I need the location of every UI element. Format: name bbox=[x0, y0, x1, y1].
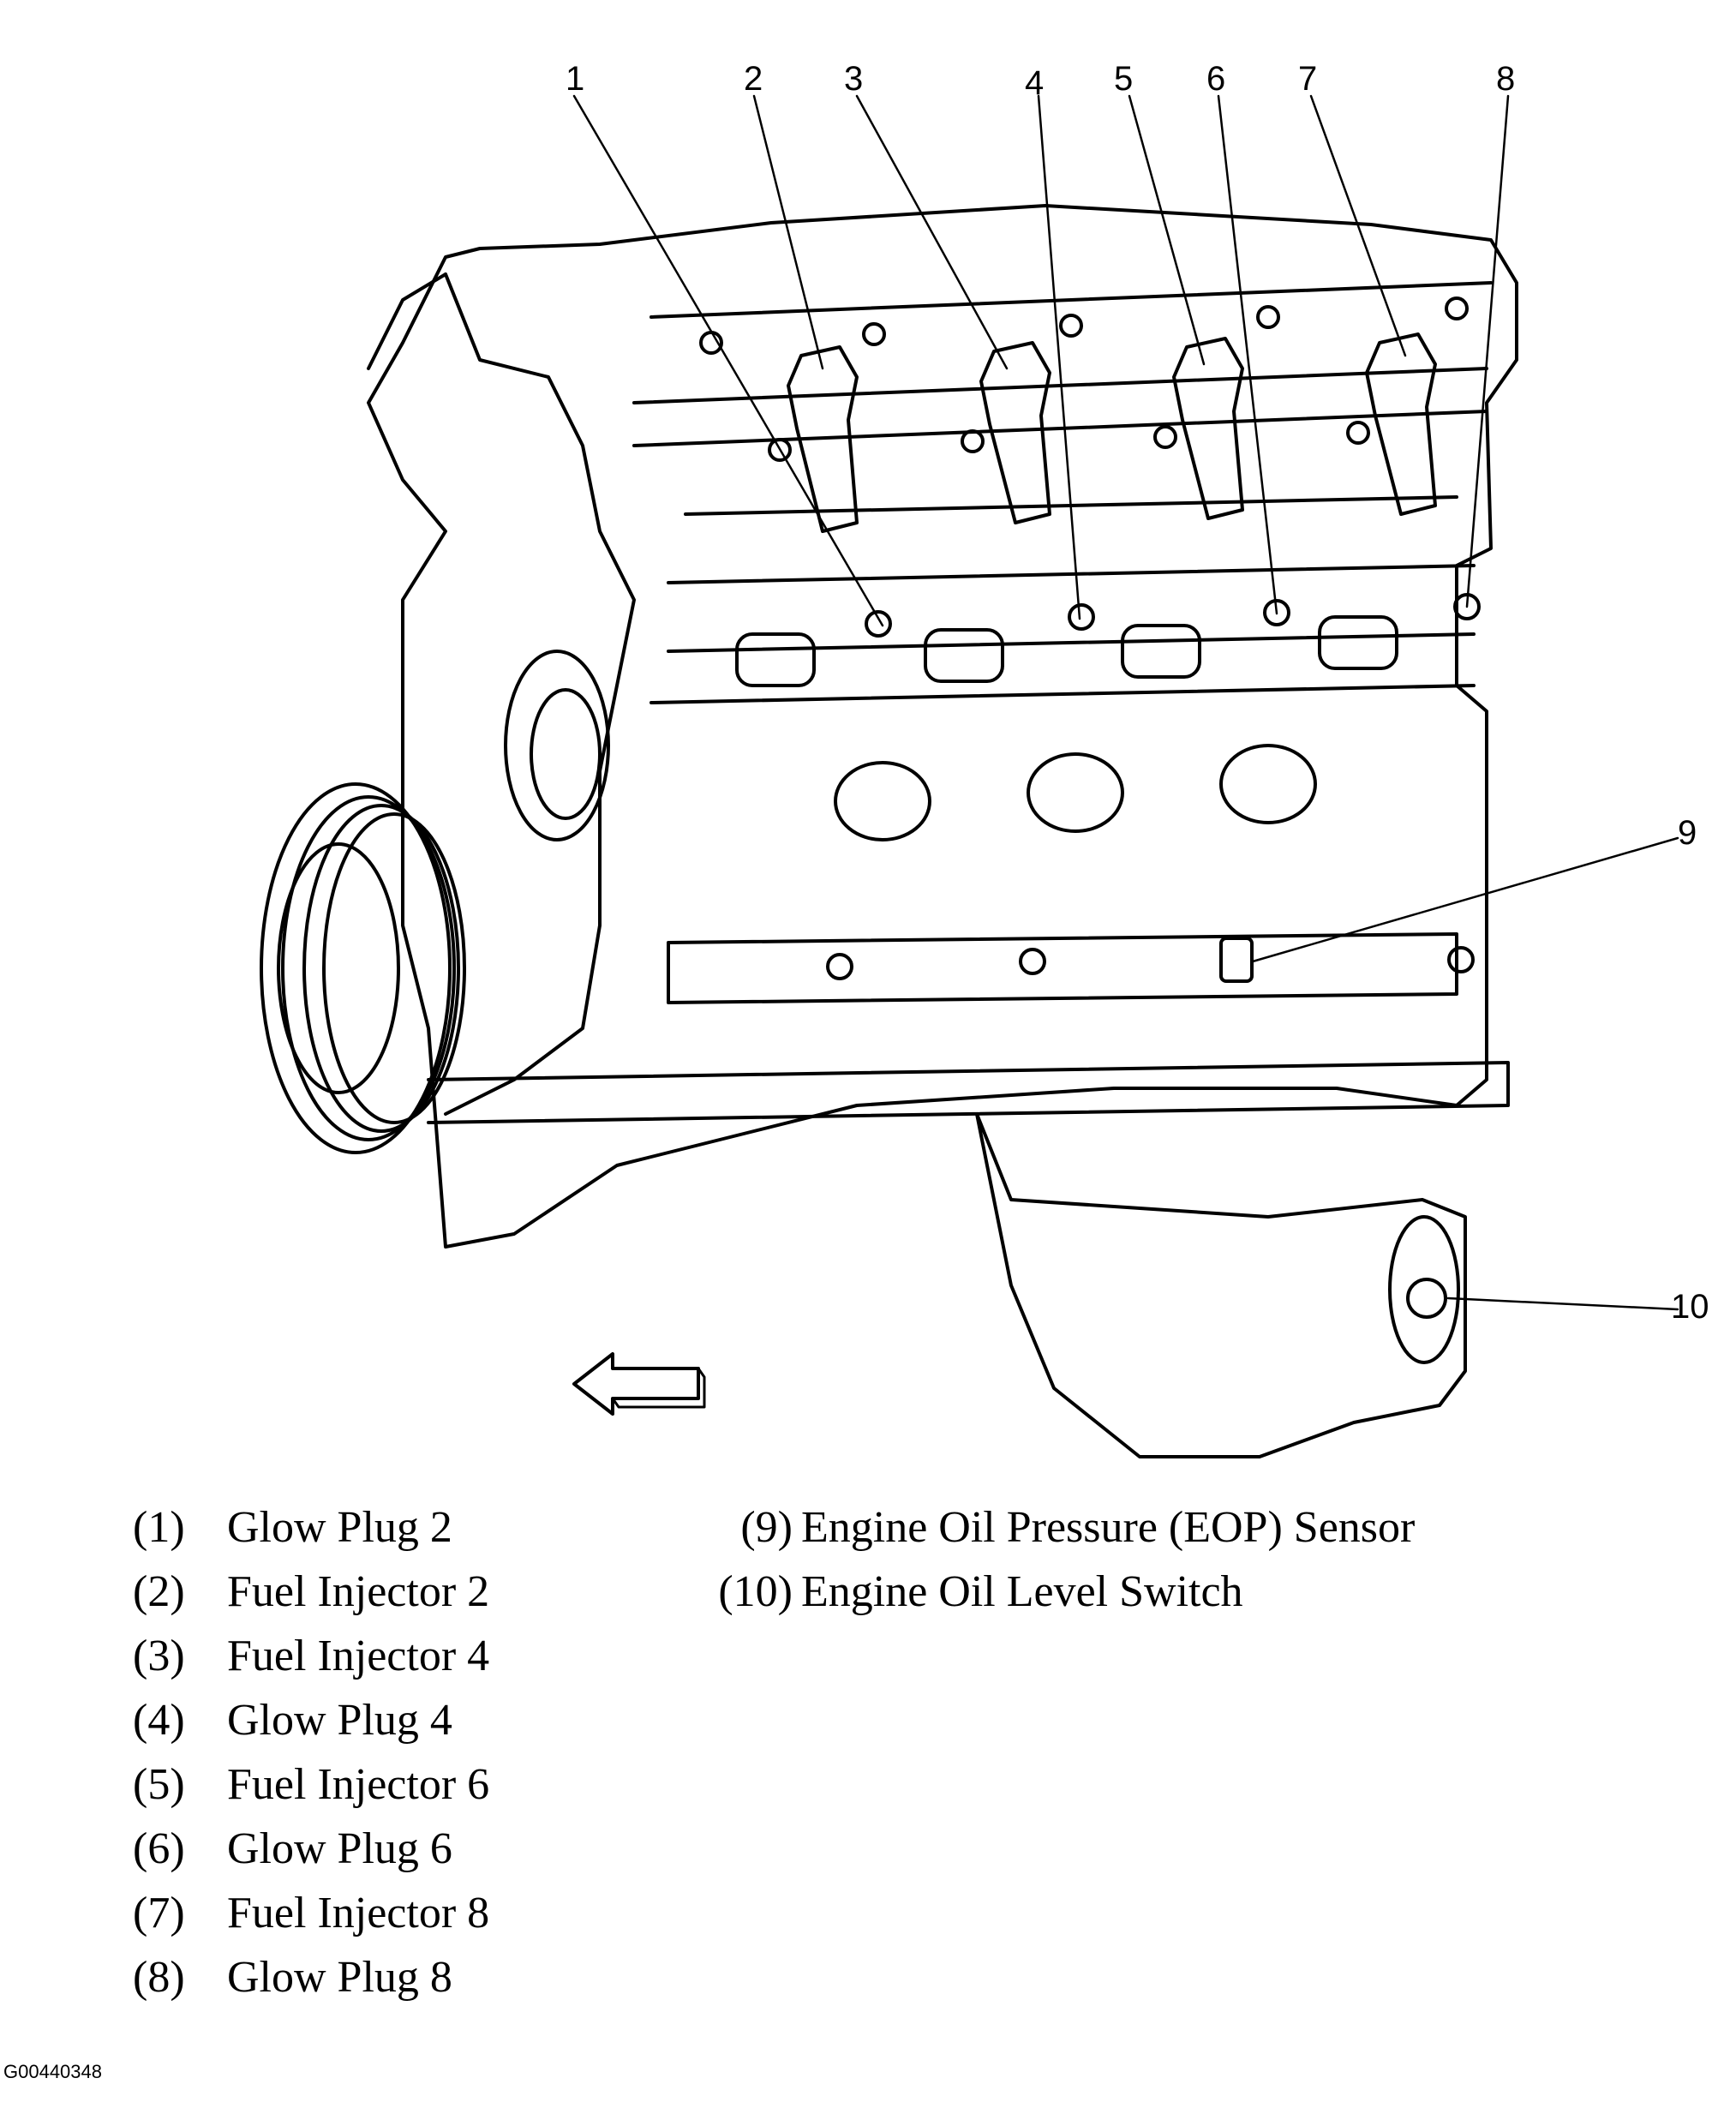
legend-number: (7) bbox=[133, 1889, 185, 1937]
legend-number: (2) bbox=[133, 1567, 185, 1616]
callout-3: 3 bbox=[844, 60, 863, 98]
engine-diagram: 1 2 3 4 5 6 7 8 9 10 bbox=[260, 60, 1709, 1458]
legend-item: (10)Engine Oil Level Switch bbox=[698, 1560, 1415, 1624]
legend-number: (4) bbox=[133, 1696, 185, 1745]
legend-label: Fuel Injector 2 bbox=[227, 1567, 490, 1616]
callout-10: 10 bbox=[1671, 1288, 1709, 1326]
callout-labels: 1 2 3 4 5 6 7 8 9 10 bbox=[566, 60, 1709, 1326]
callout-2: 2 bbox=[744, 60, 763, 98]
legend-item: (1) Glow Plug 2 bbox=[133, 1495, 489, 1560]
legend-label: Fuel Injector 6 bbox=[227, 1760, 490, 1809]
legend-label: Glow Plug 4 bbox=[227, 1696, 452, 1745]
callout-7: 7 bbox=[1298, 60, 1317, 98]
front-direction-arrow-icon bbox=[572, 1352, 706, 1416]
legend-label: Engine Oil Level Switch bbox=[801, 1567, 1243, 1616]
legend-item: (6) Glow Plug 6 bbox=[133, 1817, 489, 1881]
legend-number: (8) bbox=[133, 1953, 185, 2002]
callout-9: 9 bbox=[1678, 814, 1697, 852]
legend-item: (7) Fuel Injector 8 bbox=[133, 1881, 489, 1945]
legend-label: Fuel Injector 4 bbox=[227, 1632, 490, 1680]
legend-number: (1) bbox=[133, 1503, 185, 1552]
legend-item: (4) Glow Plug 4 bbox=[133, 1688, 489, 1752]
legend-left-column: (1) Glow Plug 2 (2) Fuel Injector 2 (3) Fue… bbox=[133, 1495, 489, 2009]
leader-lines bbox=[572, 94, 1679, 1311]
legend-right-column: (9)Engine Oil Pressure (EOP) Sensor (10)… bbox=[698, 1495, 1415, 1624]
legend-number: (10) bbox=[718, 1567, 793, 1616]
legend-label: Glow Plug 8 bbox=[227, 1953, 452, 2002]
legend-item: (5) Fuel Injector 6 bbox=[133, 1752, 489, 1817]
legend-number: (6) bbox=[133, 1824, 185, 1873]
legend-label: Engine Oil Pressure (EOP) Sensor bbox=[801, 1503, 1416, 1552]
legend-item: (8) Glow Plug 8 bbox=[133, 1945, 489, 2009]
callout-5: 5 bbox=[1114, 60, 1133, 98]
callout-6: 6 bbox=[1206, 60, 1225, 98]
legend-label: Glow Plug 6 bbox=[227, 1824, 452, 1873]
legend-number: (9) bbox=[740, 1503, 793, 1552]
legend-label: Glow Plug 2 bbox=[227, 1503, 452, 1552]
legend-item: (3) Fuel Injector 4 bbox=[133, 1624, 489, 1688]
figure-id: G00440348 bbox=[3, 2061, 102, 2082]
callout-8: 8 bbox=[1496, 60, 1515, 98]
callout-4: 4 bbox=[1025, 64, 1044, 102]
engine-block-drawing bbox=[260, 204, 1518, 1458]
legend-item: (9)Engine Oil Pressure (EOP) Sensor bbox=[698, 1495, 1415, 1560]
callout-1: 1 bbox=[566, 60, 584, 98]
legend-item: (2) Fuel Injector 2 bbox=[133, 1560, 489, 1624]
legend-label: Fuel Injector 8 bbox=[227, 1889, 490, 1937]
legend-number: (3) bbox=[133, 1632, 185, 1680]
legend-number: (5) bbox=[133, 1760, 185, 1809]
